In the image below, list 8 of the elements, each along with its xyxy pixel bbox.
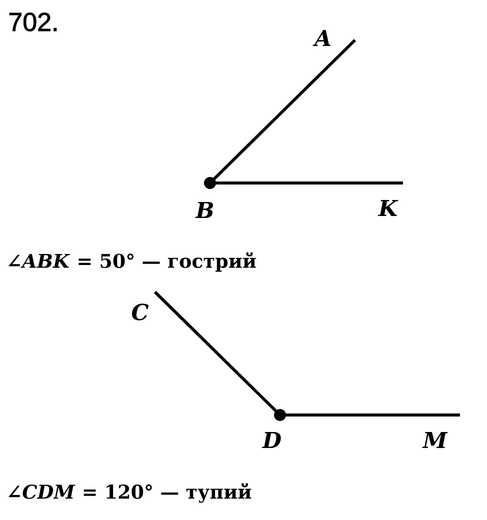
angle-statement: ∠CDM = 120° — тупий — [8, 483, 252, 503]
point-label: D — [262, 432, 281, 448]
point-label: C — [132, 304, 149, 320]
point-label: M — [422, 432, 448, 448]
point-label: K — [378, 200, 398, 216]
point-label: A — [312, 30, 330, 46]
point-label: B — [195, 202, 213, 218]
angle-statement: ∠ABK = 50° — гострий — [8, 252, 256, 272]
